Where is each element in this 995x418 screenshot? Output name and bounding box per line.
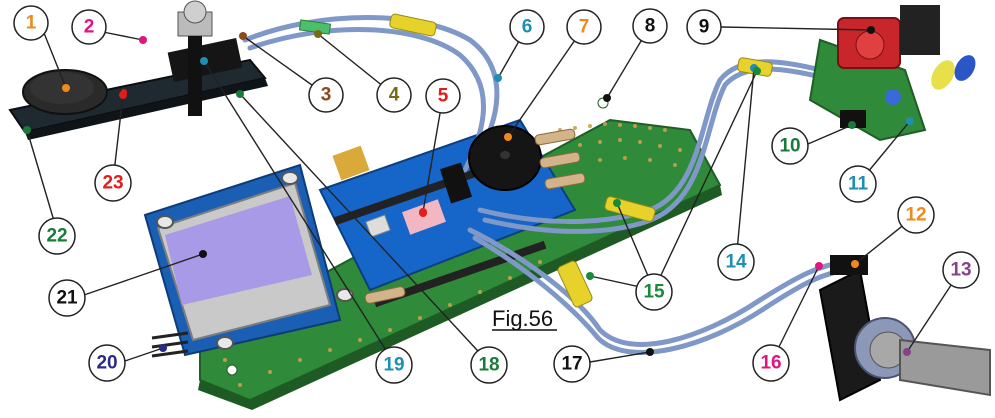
callout-2-label: 2 <box>84 17 95 38</box>
callout-14: 14 <box>717 243 755 281</box>
callout-12: 12 <box>897 196 935 234</box>
leader-line-1 <box>43 32 67 89</box>
hardware-illustration <box>8 0 991 410</box>
callout-4: 4 <box>376 77 412 113</box>
callout-9: 9 <box>686 9 722 45</box>
callout-12-label: 12 <box>905 205 926 226</box>
callout-10-label: 10 <box>779 136 800 157</box>
callout-22-label: 22 <box>46 226 67 247</box>
callout-15-label: 15 <box>643 282 665 303</box>
callout-8-label: 8 <box>645 16 656 37</box>
callout-1-label: 1 <box>26 13 37 34</box>
leader-line-18 <box>239 93 490 364</box>
callout-11: 11 <box>839 165 877 203</box>
callout-21: 21 <box>48 279 86 317</box>
leader-line-17 <box>589 351 651 363</box>
callout-23: 23 <box>94 164 132 202</box>
callout-6-label: 6 <box>522 17 533 38</box>
callout-4-label: 4 <box>389 85 400 106</box>
callout-19: 19 <box>375 346 413 384</box>
callout-19-label: 19 <box>383 355 404 376</box>
leader-dots <box>23 26 914 356</box>
leader-line-22 <box>26 129 58 232</box>
callout-15: 15 <box>635 273 673 311</box>
callout-14-label: 14 <box>725 252 747 273</box>
callout-8: 8 <box>632 8 668 44</box>
callout-20: 20 <box>88 344 126 382</box>
callout-13-label: 13 <box>950 260 971 281</box>
leader-line-7 <box>507 26 585 138</box>
leader-line-10 <box>807 124 853 145</box>
callout-7-label: 7 <box>579 17 590 38</box>
callout-22: 22 <box>38 217 76 255</box>
callout-18-label: 18 <box>478 355 499 376</box>
pin-header <box>439 162 473 204</box>
resistors <box>364 128 586 304</box>
callout-1: 1 <box>13 5 49 41</box>
leader-line-5 <box>422 95 444 213</box>
oled-display <box>143 163 354 358</box>
callout-11-label: 11 <box>848 174 869 195</box>
leader-line-15c <box>653 70 758 291</box>
callout-21-label: 21 <box>56 288 78 309</box>
callout-13: 13 <box>942 251 980 289</box>
led-jack-board <box>808 5 976 142</box>
callout-6: 6 <box>509 9 545 45</box>
rtc-module <box>8 38 268 140</box>
callout-9-label: 9 <box>699 17 710 38</box>
callout-18: 18 <box>470 346 508 384</box>
main-perfboard <box>198 97 722 410</box>
leader-line-21 <box>83 253 204 296</box>
buzzer <box>468 125 542 191</box>
callout-5: 5 <box>425 78 461 114</box>
leader-line-2 <box>102 31 144 41</box>
callout-16: 16 <box>752 344 790 382</box>
figure-caption: Fig.56 <box>492 306 553 331</box>
callout-3-label: 3 <box>321 85 332 106</box>
rotary-encoder <box>818 255 991 402</box>
callout-2: 2 <box>71 9 107 45</box>
callout-7: 7 <box>566 9 602 45</box>
leader-line-19 <box>203 60 395 364</box>
callout-17-label: 17 <box>561 354 582 375</box>
callout-10: 10 <box>771 127 809 165</box>
callout-5-label: 5 <box>438 86 449 107</box>
leader-line-20 <box>124 347 164 362</box>
leader-line-14 <box>735 67 755 263</box>
callout-3: 3 <box>308 77 344 113</box>
screw-terminal <box>177 0 213 116</box>
callout-17: 17 <box>553 345 591 383</box>
callout-16-label: 16 <box>760 353 781 374</box>
callout-markers: 1 2 3 4 5 6 7 8 <box>13 5 980 384</box>
callout-20-label: 20 <box>96 353 117 374</box>
leader-line-9 <box>720 26 872 31</box>
callout-23-label: 23 <box>102 173 123 194</box>
